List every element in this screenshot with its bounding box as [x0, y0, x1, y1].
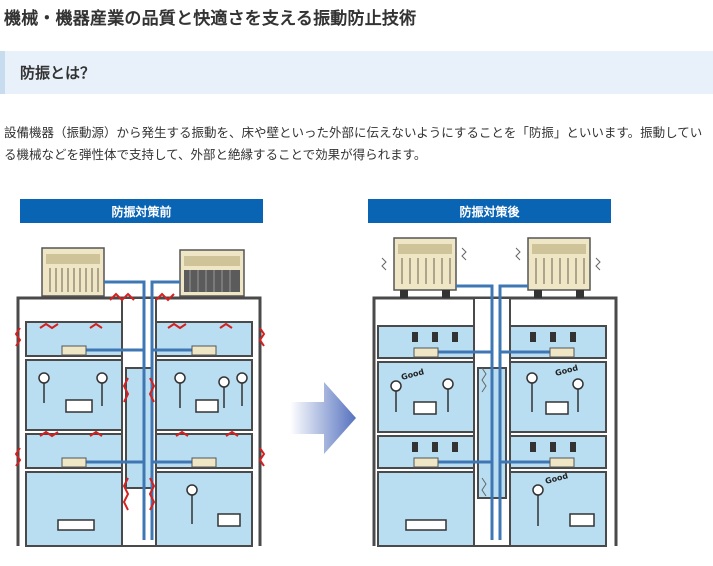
page-title: 機械・機器産業の品質と快適さを支える振動防止技術 — [4, 9, 417, 29]
indoor-unit-icon — [61, 345, 217, 468]
office-people — [38, 372, 248, 531]
after-building-illustration: Good Good Good — [372, 237, 618, 547]
vibration-wave-icon — [14, 292, 266, 511]
section-header: 防振とは？ — [0, 51, 713, 94]
after-panel-label: 防振対策後 — [368, 199, 611, 223]
intro-paragraph: 設備機器（振動源）から発生する振動を、床や壁といった外部に伝えないようにすること… — [4, 125, 703, 162]
outdoor-ac-unit-icon — [527, 237, 591, 291]
isolator-wave-mark — [381, 247, 601, 271]
section-title: 防振とは？ — [20, 64, 96, 82]
right-arrow-icon — [290, 382, 356, 454]
duct-flex-joint — [481, 367, 487, 497]
section-accent-bar — [0, 51, 5, 94]
outdoor-ac-unit-icon — [41, 247, 105, 297]
outdoor-ac-unit-icon — [393, 237, 457, 291]
rooms — [25, 321, 253, 547]
indoor-unit-icon — [413, 347, 575, 468]
office-people — [390, 372, 595, 531]
outdoor-ac-unit-icon — [179, 249, 245, 297]
duct-lines — [74, 280, 210, 540]
before-panel-label: 防振対策前 — [20, 199, 263, 223]
spring-isolator-icon — [400, 290, 584, 452]
before-building-illustration — [14, 247, 266, 547]
